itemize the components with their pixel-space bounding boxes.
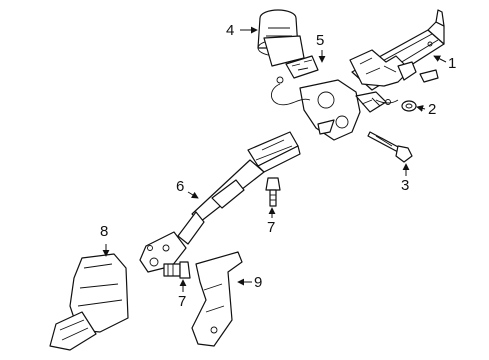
connector-switch — [285, 55, 319, 79]
steering-column-shaft — [271, 9, 445, 141]
intermediate-shaft — [177, 131, 301, 245]
callout-6: 6 — [176, 178, 185, 195]
callout-7-upper: 7 — [267, 219, 276, 236]
callout-7-lower: 7 — [178, 293, 187, 310]
callout-2: 2 — [428, 101, 437, 118]
callout-3: 3 — [401, 177, 410, 194]
callout-5: 5 — [316, 32, 325, 49]
callout-4: 4 — [226, 22, 235, 39]
column-collar — [257, 9, 305, 67]
column-bracket — [191, 251, 243, 347]
callout-1: 1 — [448, 55, 457, 72]
bolt-column-mount — [367, 131, 413, 163]
callout-9: 9 — [254, 274, 263, 291]
bolt-upper — [265, 177, 281, 207]
nut — [401, 100, 417, 112]
leader-lines — [102, 26, 447, 292]
bolt-lower — [163, 261, 191, 279]
callout-8: 8 — [100, 223, 109, 240]
steering-boot-cover — [49, 253, 129, 351]
